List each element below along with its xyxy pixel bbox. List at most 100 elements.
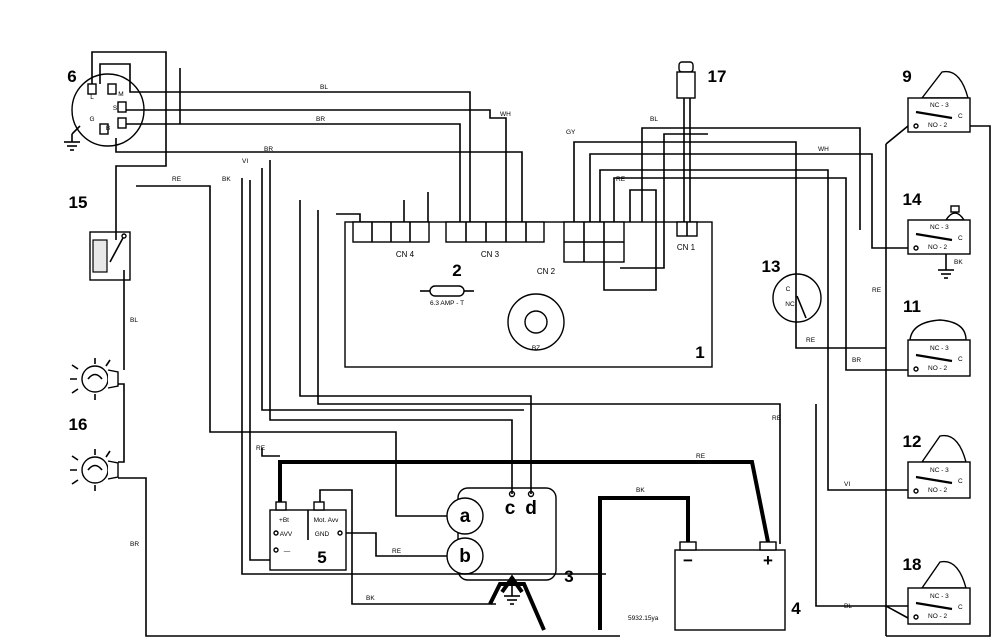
wire-label: RE: [392, 548, 402, 555]
label-9: 9: [902, 67, 911, 86]
wire-label: BR: [852, 357, 861, 364]
label-6: 6: [67, 67, 76, 86]
wire-label: GY: [566, 129, 576, 136]
pin-l: L: [90, 94, 94, 101]
sw14-no: NO - 2: [928, 244, 948, 251]
sensor-17: 17: [676, 61, 727, 99]
cn2-label: CN 2: [537, 267, 556, 276]
switch-18: 18 NC - 3 NO - 2 C: [903, 555, 971, 625]
wire-label: WH: [818, 146, 829, 153]
sw11-nc: NC - 3: [930, 345, 949, 352]
main-board: CN 4 CN 3 CN 2 CN 1: [344, 221, 713, 368]
label-16: 16: [69, 415, 88, 434]
wire-label: BK: [222, 176, 231, 183]
buzzer: BZ: [507, 293, 565, 352]
battery-minus: −: [683, 551, 693, 570]
switch-15: 15: [69, 193, 131, 281]
wire-label: VI: [844, 481, 850, 488]
ignition-switch: 6 L M S G B: [64, 67, 145, 151]
wire-label: BR: [264, 146, 273, 153]
m5-bt: +Bt: [279, 517, 289, 524]
label-11: 11: [903, 297, 921, 316]
label-2: 2: [452, 261, 461, 280]
wire-label: BK: [954, 259, 963, 266]
wire-label: BL: [320, 84, 328, 91]
label-3: 3: [564, 567, 573, 586]
pin-g: G: [89, 116, 94, 123]
ground-icon: [504, 578, 520, 605]
terminal-a: a: [460, 506, 471, 527]
label-5: 5: [317, 548, 326, 567]
sw12-c: C: [958, 478, 963, 485]
wire-label: RE: [872, 287, 882, 294]
label-15: 15: [69, 193, 88, 212]
m5-gnd: GND: [315, 531, 330, 538]
battery-4: − + 4: [674, 541, 801, 631]
sw12-no: NO - 2: [928, 487, 948, 494]
connector-cn2: CN 2: [537, 221, 625, 276]
switch-14: 14 NC - 3 NO - 2 C: [903, 190, 971, 255]
wire-label: BL: [844, 603, 852, 610]
wire-label: BK: [636, 487, 645, 494]
label-12: 12: [903, 432, 922, 451]
module-5: +Bt AVV — Mot. Avv GND 5: [269, 501, 347, 571]
terminal-c: c: [505, 498, 516, 519]
wire-label: RE: [772, 415, 782, 422]
wires: [91, 51, 991, 637]
wire-label: VI: [242, 158, 248, 165]
fuse-label: 6.3 AMP - T: [430, 300, 464, 307]
sensor13-c: C: [786, 286, 791, 293]
label-1: 1: [695, 343, 704, 362]
wire-label: BR: [130, 541, 139, 548]
switch-12: 12 NC - 3 NO - 2 C: [903, 432, 971, 499]
regulator-3: a b c d 3: [446, 487, 574, 605]
battery-plus: +: [763, 551, 773, 570]
sw9-c: C: [958, 113, 963, 120]
sw18-c: C: [958, 604, 963, 611]
fuse: 6.3 AMP - T 2: [420, 261, 474, 307]
m5-avv: AVV: [280, 531, 293, 538]
wire-label: RE: [806, 337, 816, 344]
cn3-label: CN 3: [481, 250, 500, 259]
sw18-no: NO - 2: [928, 613, 948, 620]
label-17: 17: [708, 67, 727, 86]
label-13: 13: [762, 257, 781, 276]
pin-m: M: [118, 91, 123, 98]
sw11-c: C: [958, 356, 963, 363]
cn4-label: CN 4: [396, 250, 415, 259]
switch-11: 11 NC - 3 NO - 2 C: [903, 297, 971, 377]
drawing-code: 5932.15ya: [628, 615, 659, 622]
terminal-d: d: [525, 498, 537, 519]
m5-mot: Mot. Avv: [314, 517, 340, 524]
wire-label: BL: [650, 116, 658, 123]
sw11-no: NO - 2: [928, 365, 948, 372]
sw18-nc: NC - 3: [930, 593, 949, 600]
wire-label: RE: [172, 176, 182, 183]
buzzer-label: BZ: [532, 345, 540, 352]
sw14-nc: NC - 3: [930, 224, 949, 231]
terminal-b: b: [459, 546, 471, 567]
label-18: 18: [903, 555, 922, 574]
connector-cn3: CN 3: [445, 221, 545, 259]
label-4: 4: [791, 599, 801, 618]
wire-label: RE: [616, 176, 626, 183]
sw14-c: C: [958, 235, 963, 242]
lamp-upper: [70, 358, 119, 400]
headlight-lamps: 16: [69, 358, 119, 491]
sensor13-nc: NC: [785, 301, 795, 308]
connector-cn1: CN 1: [676, 221, 698, 252]
wire-label: BR: [316, 116, 325, 123]
wire-label: RE: [696, 453, 706, 460]
sw9-nc: NC - 3: [930, 102, 949, 109]
ground-icon: [64, 125, 81, 151]
cn1-label: CN 1: [677, 243, 696, 252]
pin-s: S: [113, 105, 118, 112]
connector-cn4: CN 4: [352, 221, 430, 259]
pin-b: B: [106, 125, 110, 132]
switch-9: 9 NC - 3 NO - 2 C: [902, 67, 971, 133]
sw12-nc: NC - 3: [930, 467, 949, 474]
sw9-no: NO - 2: [928, 122, 948, 129]
lamp-lower: [70, 449, 119, 491]
wire-color-labels: BL WH BR GY BL BR VI RE BK RE WH BL BR R…: [130, 84, 963, 610]
